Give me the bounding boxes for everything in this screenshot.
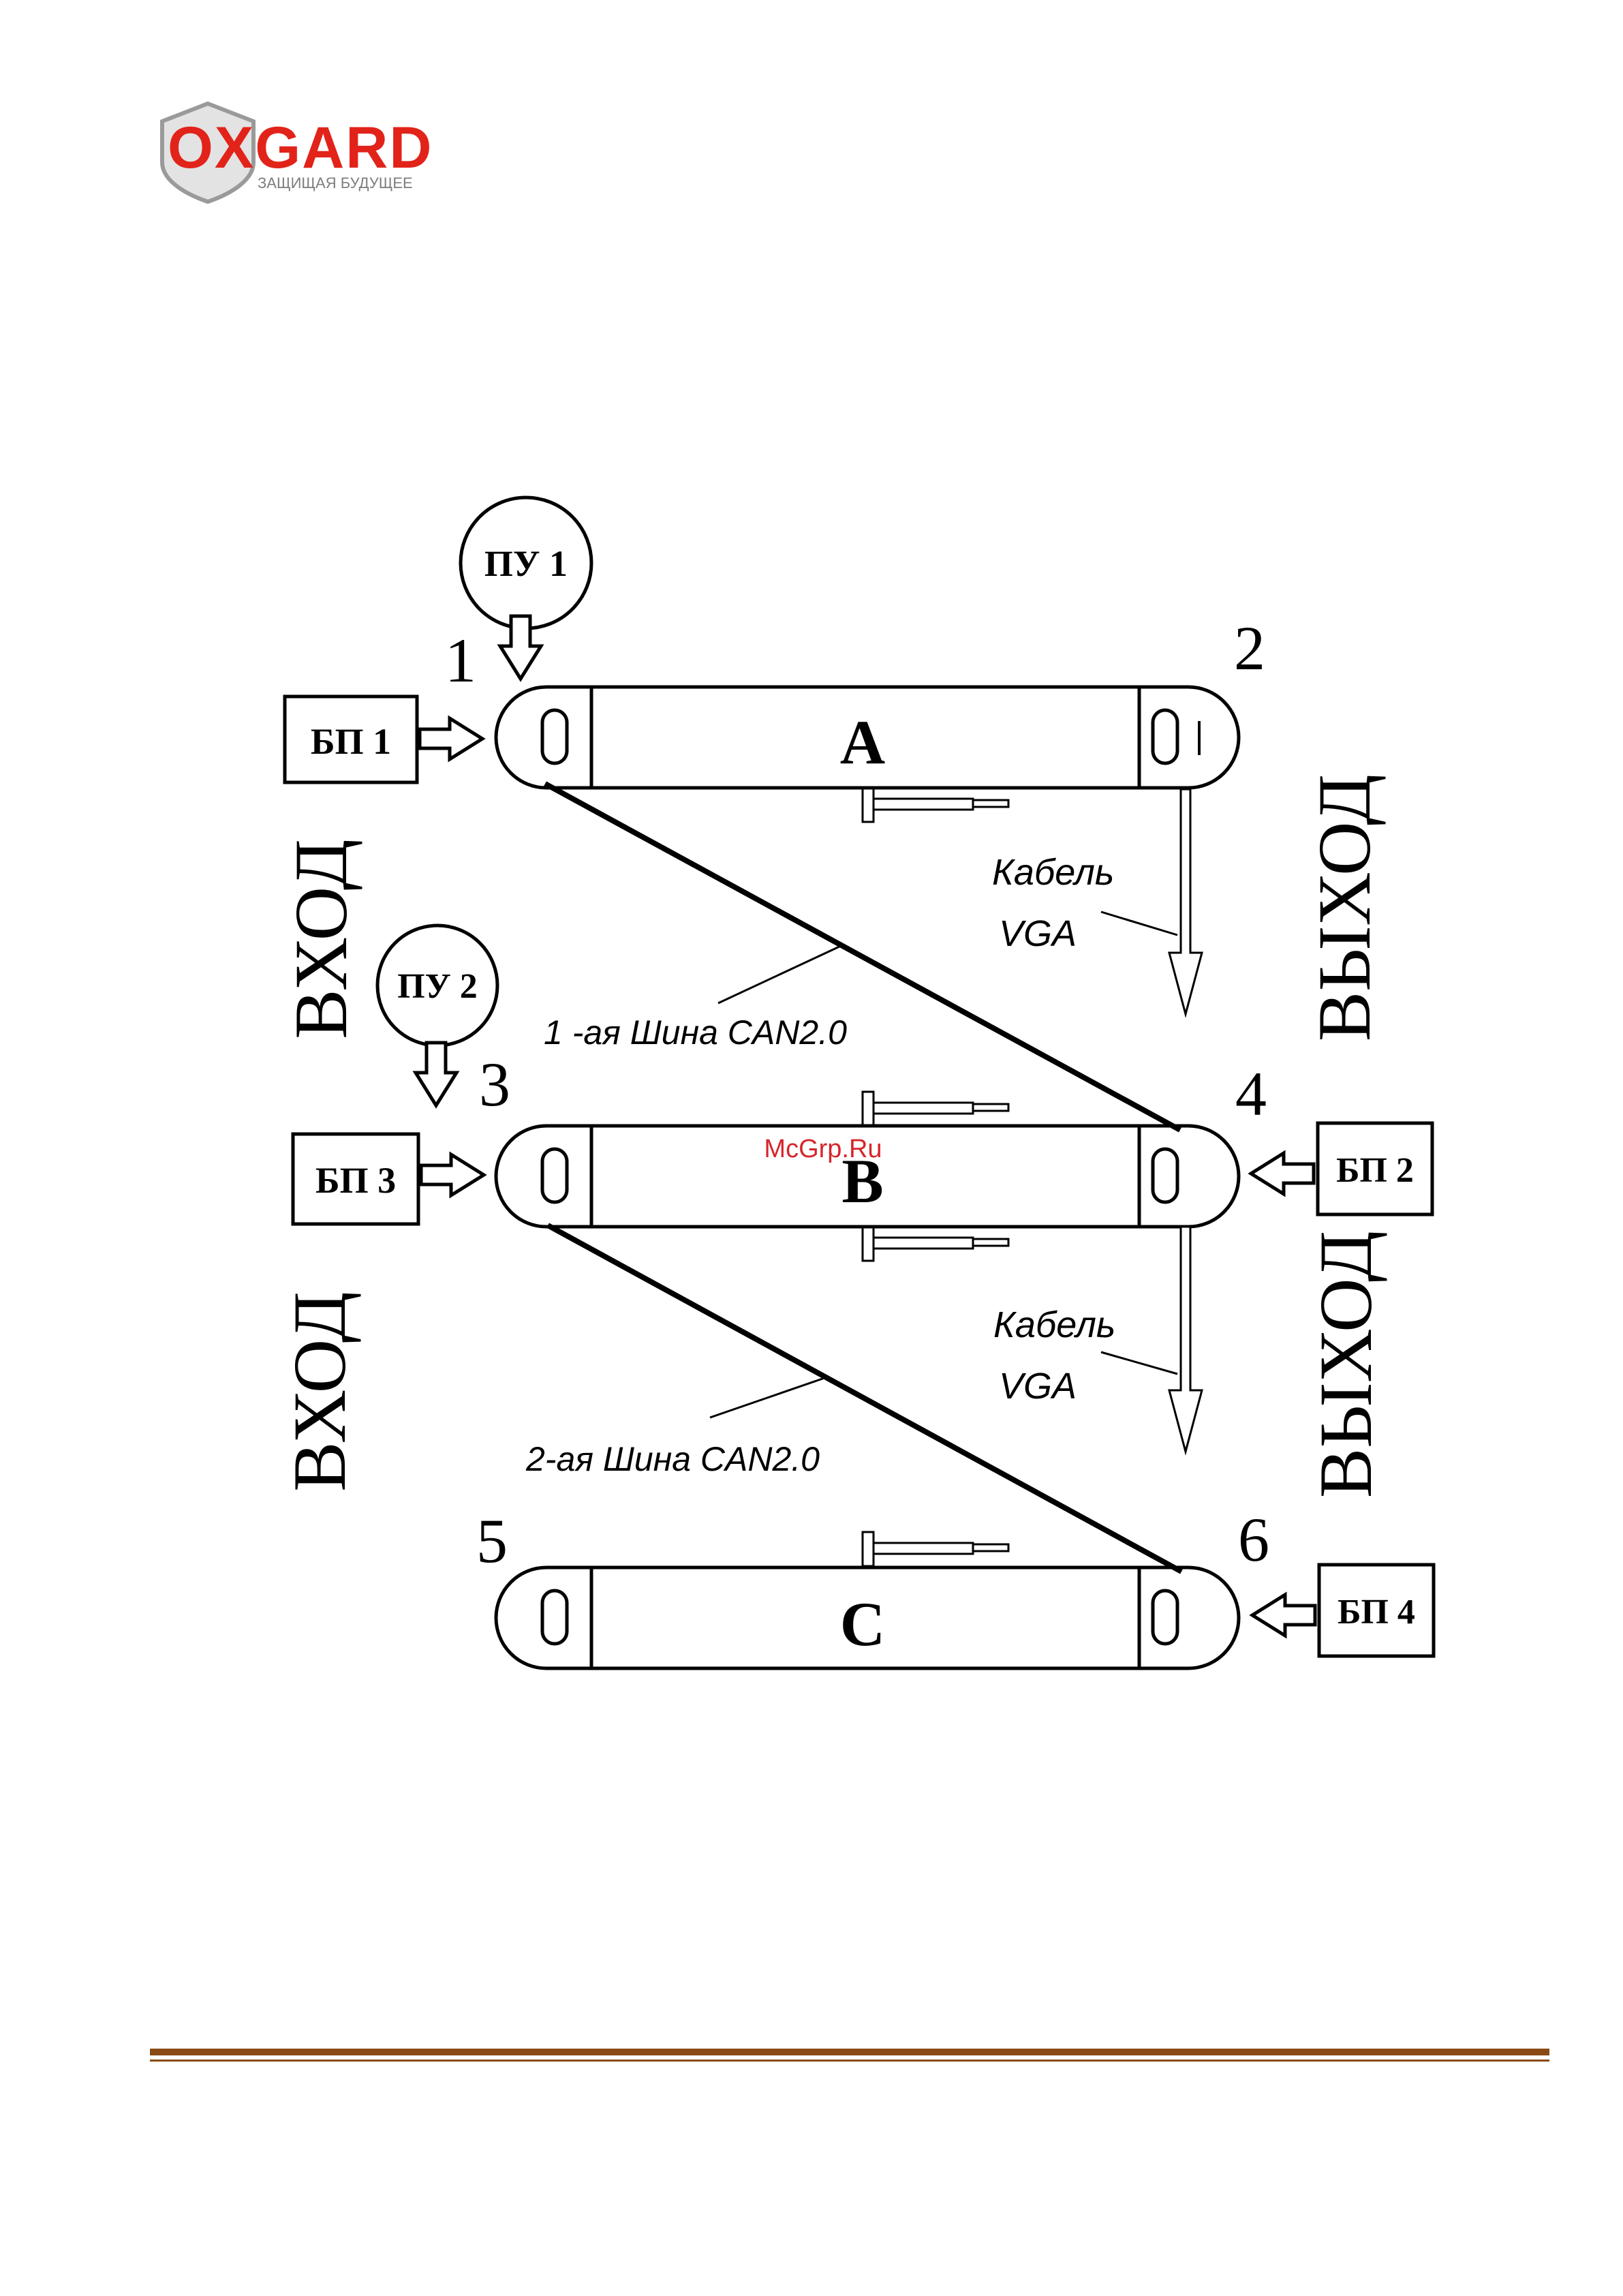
company-logo: OXGARD ЗАЩИЩАЯ БУДУЩЕЕ [162, 104, 433, 202]
vga-cable-1-leader [1101, 912, 1177, 935]
can-bus-1-leader [718, 946, 841, 1003]
connector-icon [863, 1092, 1008, 1126]
point-4-label: 4 [1235, 1059, 1267, 1129]
power-supply-1-label: БП 1 [311, 721, 391, 762]
can-bus-1-line [545, 784, 1180, 1130]
vga-cable-2-label-line2: VGA [999, 1366, 1077, 1407]
vga-cable-2-arrow [1169, 1227, 1202, 1452]
input-label-top: ВХОД [279, 839, 362, 1039]
power-supply-4-label: БП 4 [1338, 1593, 1415, 1632]
panel-c-label: C [840, 1589, 885, 1659]
point-2-label: 2 [1234, 613, 1265, 683]
can-bus-2-leader [710, 1378, 824, 1418]
logo-wordmark: OXGARD [168, 115, 433, 181]
point-6-label: 6 [1238, 1505, 1269, 1574]
vga-cable-1-label-line1: Кабель [992, 852, 1114, 893]
panel-a-label: A [840, 707, 885, 777]
connector-icon [863, 1532, 1008, 1566]
remote-control-1-label: ПУ 1 [484, 543, 568, 584]
vga-cable-2-leader [1101, 1352, 1177, 1374]
power-supply-1: БП 1 [285, 697, 482, 782]
vga-cable-2-label-line1: Кабель [993, 1304, 1115, 1345]
can-bus-2-line [548, 1225, 1181, 1572]
arrow-right-icon [420, 718, 482, 759]
connector-icon [863, 1227, 1008, 1261]
arrow-left-icon [1252, 1595, 1315, 1636]
vga-cable-1-label-line2: VGA [999, 913, 1077, 954]
power-supply-3: БП 3 [293, 1134, 484, 1224]
point-3-label: 3 [479, 1050, 510, 1119]
input-label-bottom: ВХОД [278, 1291, 361, 1491]
arrow-down-icon [416, 1043, 457, 1105]
arrow-left-icon [1251, 1153, 1314, 1194]
point-1-label: 1 [445, 626, 476, 695]
output-label-bottom: ВЫХОД [1304, 1231, 1387, 1498]
watermark: McGrp.Ru [764, 1135, 882, 1163]
point-5-label: 5 [476, 1506, 508, 1576]
remote-control-1: ПУ 1 [461, 498, 591, 679]
output-label-top: ВЫХОД [1303, 774, 1386, 1041]
power-supply-4: БП 4 [1252, 1565, 1434, 1656]
power-supply-2-label: БП 2 [1336, 1151, 1414, 1190]
power-supply-3-label: БП 3 [315, 1160, 396, 1201]
logo-tagline: ЗАЩИЩАЯ БУДУЩЕЕ [258, 174, 413, 192]
connector-icon [863, 788, 1008, 822]
footer-rule [150, 2049, 1549, 2062]
vga-cable-1-arrow [1169, 789, 1202, 1014]
can-bus-2-label: 2-ая Шина CAN2.0 [525, 1440, 820, 1478]
can-bus-1-label: 1 -ая Шина CAN2.0 [544, 1013, 847, 1052]
remote-control-2-label: ПУ 2 [397, 967, 478, 1006]
arrow-right-icon [421, 1154, 484, 1195]
power-supply-2: БП 2 [1251, 1123, 1432, 1214]
